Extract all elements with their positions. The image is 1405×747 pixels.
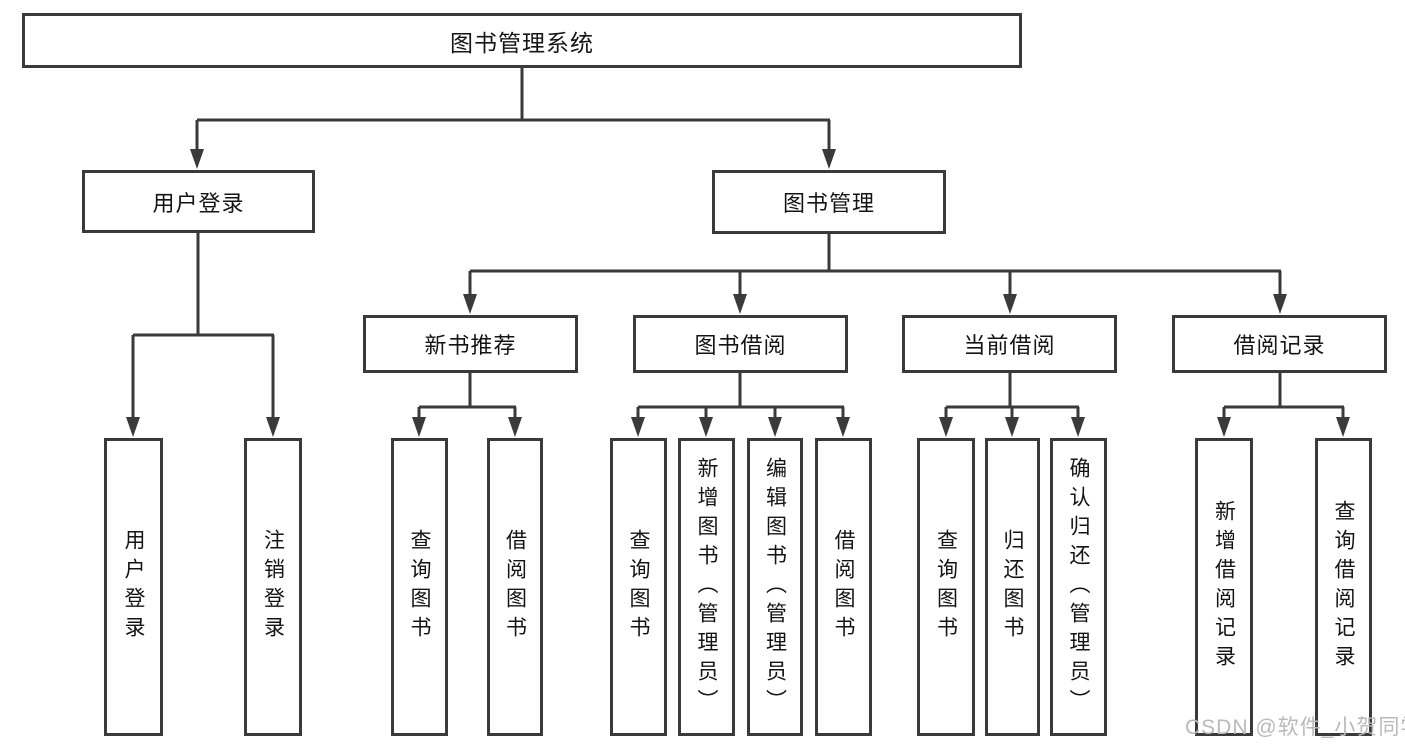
arrowhead-icon xyxy=(822,149,836,169)
node-book-borrow: 图书借阅 xyxy=(633,315,848,373)
leaf-query-book-2: 查询图书 xyxy=(610,438,667,736)
leaf-borrow-book-1: 借阅图书 xyxy=(487,438,543,736)
leaf-label: 新增图书（管理员） xyxy=(695,456,718,718)
arrowhead-icon xyxy=(836,417,850,437)
arrowhead-icon xyxy=(939,417,953,437)
connector-new-book-group xyxy=(417,373,517,421)
arrowhead-icon xyxy=(1003,294,1017,314)
leaf-label: 编辑图书（管理员） xyxy=(763,456,787,718)
leaf-label: 查询图书 xyxy=(408,529,431,645)
leaf-query-book-3: 查询图书 xyxy=(917,438,975,736)
leaf-label: 查询图书 xyxy=(627,529,650,645)
node-borrow-records: 借阅记录 xyxy=(1172,315,1387,373)
arrowhead-icon xyxy=(190,149,204,169)
arrowhead-icon xyxy=(508,417,522,437)
node-user-login-branch: 用户登录 xyxy=(82,170,315,233)
leaf-edit-book-admin: 编辑图书（管理员） xyxy=(747,438,803,736)
leaf-add-book-admin: 新增图书（管理员） xyxy=(678,438,735,736)
arrowhead-icon xyxy=(768,417,782,437)
leaf-label: 归还图书 xyxy=(1001,529,1024,645)
leaf-label: 查询图书 xyxy=(934,529,958,645)
connector-borrow-records-group xyxy=(1222,373,1345,421)
arrowhead-icon xyxy=(266,417,280,437)
leaf-label: 借阅图书 xyxy=(503,529,527,645)
csdn-watermark: CSDN @软件_小贺同学 xyxy=(1185,716,1405,739)
connector-current-borrow-group xyxy=(944,373,1080,421)
leaf-user-login: 用户登录 xyxy=(104,438,163,736)
connector-book-borrow-group xyxy=(636,373,845,421)
leaf-label: 借阅图书 xyxy=(832,529,855,645)
arrowhead-icon xyxy=(733,294,747,314)
arrowhead-icon xyxy=(1336,417,1350,437)
arrowhead-icon xyxy=(1005,417,1019,437)
arrowhead-icon xyxy=(631,417,645,437)
connector-book-management-group xyxy=(468,234,1282,297)
node-new-book-recommend: 新书推荐 xyxy=(363,315,578,373)
leaf-label: 注销登录 xyxy=(261,529,285,645)
leaf-logout: 注销登录 xyxy=(244,438,302,736)
leaf-label: 确认归还（管理员） xyxy=(1067,456,1090,718)
connector-user-login-group xyxy=(131,233,275,420)
node-current-borrow: 当前借阅 xyxy=(902,315,1117,373)
node-book-management-branch: 图书管理 xyxy=(712,170,946,234)
arrowhead-icon xyxy=(126,417,140,437)
arrowhead-icon xyxy=(1273,294,1287,314)
leaf-borrow-book-2: 借阅图书 xyxy=(815,438,872,736)
arrowhead-icon xyxy=(463,294,477,314)
leaf-label: 查询借阅记录 xyxy=(1332,500,1355,674)
arrowhead-icon xyxy=(699,417,713,437)
leaf-label: 用户登录 xyxy=(122,529,145,645)
connector-root-to-level2 xyxy=(195,68,831,152)
leaf-query-book-1: 查询图书 xyxy=(391,438,448,736)
arrowhead-icon xyxy=(1217,417,1231,437)
leaf-confirm-return-admin: 确认归还（管理员） xyxy=(1050,438,1107,736)
arrowhead-icon xyxy=(412,417,426,437)
leaf-label: 新增借阅记录 xyxy=(1212,500,1236,674)
leaf-query-borrow-record: 查询借阅记录 xyxy=(1315,438,1372,736)
leaf-add-borrow-record: 新增借阅记录 xyxy=(1195,438,1253,736)
node-root-system: 图书管理系统 xyxy=(22,13,1022,68)
leaf-return-book: 归还图书 xyxy=(985,438,1040,736)
arrowhead-icon xyxy=(1071,417,1085,437)
